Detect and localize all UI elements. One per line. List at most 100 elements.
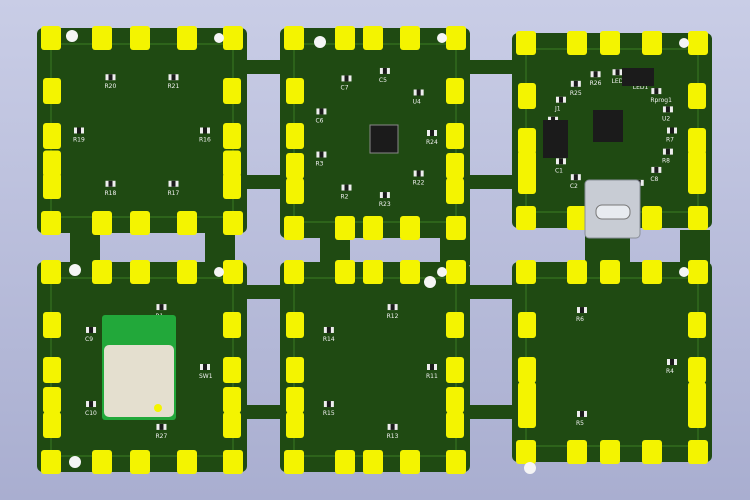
pad-right (688, 168, 706, 194)
board-substrate (37, 28, 247, 233)
pad-top (223, 260, 243, 284)
pad-top (177, 260, 197, 284)
pad-left (286, 387, 304, 413)
smd-body (319, 151, 324, 158)
mounting-hole (437, 33, 447, 43)
component-label: R23 (379, 201, 391, 208)
pad-top (600, 260, 620, 284)
smd-body (654, 166, 659, 173)
mounting-hole (66, 30, 78, 42)
pad-right (223, 312, 241, 338)
pad-bottom (130, 450, 150, 474)
pad-bottom (516, 206, 536, 230)
pad-bottom (177, 211, 197, 235)
mounting-hole (437, 267, 447, 277)
pad-right (688, 312, 706, 338)
pad-left (286, 123, 304, 149)
mounting-hole (214, 267, 224, 277)
pad-left (286, 153, 304, 179)
pad-right (446, 312, 464, 338)
pad-right (446, 387, 464, 413)
smd-body (551, 116, 556, 123)
smd-body (430, 130, 434, 136)
pad-bottom (177, 450, 197, 474)
mounting-hole (69, 456, 81, 468)
pad-left (518, 312, 536, 338)
mounting-hole (314, 36, 326, 48)
pad-left (518, 382, 536, 408)
pad-bottom (363, 450, 383, 474)
pad-right (223, 173, 241, 199)
component-label: R19 (73, 137, 85, 144)
pad-top (446, 26, 466, 50)
pad-bottom (130, 211, 150, 235)
pad-top (400, 260, 420, 284)
smd-body (615, 69, 620, 76)
pad-bottom (41, 450, 61, 474)
component-label: C5 (379, 77, 387, 84)
panel-bridge (245, 175, 285, 189)
component-label: C2 (570, 183, 578, 190)
panel-bridge (470, 285, 515, 299)
component-label: C8 (650, 176, 658, 183)
pad-right (446, 78, 464, 104)
module-marker (154, 404, 162, 412)
pad-right (446, 412, 464, 438)
regulator-chip (543, 120, 568, 158)
qfn-chip (369, 124, 399, 154)
pad-left (286, 412, 304, 438)
pad-right (688, 402, 706, 428)
component-label: R25 (570, 90, 582, 97)
panel-bridge (470, 405, 515, 419)
pad-bottom (41, 211, 61, 235)
component-label: J1 (554, 106, 561, 113)
panel-bridge (245, 285, 285, 299)
smd-body (654, 88, 659, 95)
pad-bottom (446, 216, 466, 240)
pad-left (518, 402, 536, 428)
pad-top (41, 26, 61, 50)
pad-right (223, 357, 241, 383)
usb-c-port (595, 204, 631, 220)
pad-top (567, 260, 587, 284)
pad-left (286, 78, 304, 104)
component-label: SW1 (199, 373, 213, 380)
component-label: R27 (155, 433, 167, 440)
pad-right (688, 128, 706, 154)
smd-body (171, 180, 176, 187)
smd-body (382, 192, 387, 199)
smd-body (319, 108, 324, 115)
pad-bottom (600, 440, 620, 464)
pad-bottom (223, 450, 243, 474)
panel-bridge (245, 405, 285, 419)
pad-bottom (567, 206, 587, 230)
pad-bottom (516, 440, 536, 464)
component-label: R18 (105, 190, 117, 197)
pad-right (223, 123, 241, 149)
pad-top (642, 260, 662, 284)
pad-right (223, 412, 241, 438)
pcb-details (66, 30, 654, 474)
pad-bottom (284, 216, 304, 240)
component-label: C1 (555, 167, 563, 174)
smd-body (89, 326, 94, 333)
pad-left (518, 168, 536, 194)
smd-body (390, 304, 395, 311)
smd-body (573, 80, 578, 87)
smd-body (326, 401, 331, 408)
component-label: R5 (576, 420, 584, 427)
component-label: U4 (413, 99, 421, 106)
panel-bridge (205, 230, 235, 265)
pad-top (363, 26, 383, 50)
board-substrate (280, 262, 470, 472)
mounting-hole (424, 276, 436, 288)
pad-right (446, 153, 464, 179)
pad-top (688, 260, 708, 284)
mounting-hole (69, 264, 81, 276)
pad-top (92, 26, 112, 50)
pad-bottom (335, 216, 355, 240)
component-label: R3 (315, 161, 323, 168)
